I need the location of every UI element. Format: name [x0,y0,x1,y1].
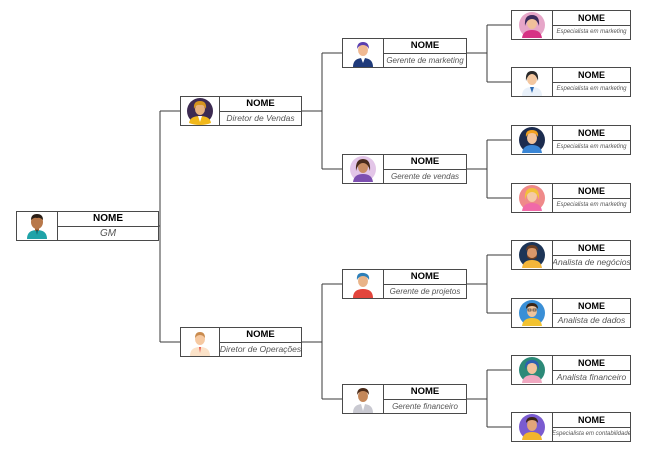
specialist-role: Especialista em marketing [556,29,627,36]
woman-blonde-icon [512,184,553,212]
director-operations-name: NOME [220,328,301,343]
manager-finance-role: Gerente financeiro [392,401,458,411]
manager-sales-name: NOME [384,155,466,170]
accounting-specialist-role: Especialista em contabilidade [553,431,630,438]
manager-projects-name: NOME [384,270,466,285]
woman-green-icon [512,356,553,384]
gm-role: GM [99,227,117,239]
analyst-business-role: Analista de negócios [553,257,630,268]
analyst-data-node: NOME Analista de dados [511,298,631,328]
manager-marketing-node: NOME Gerente de marketing [342,38,467,68]
specialist-name: NOME [553,184,630,199]
director-sales-name: NOME [220,97,301,112]
manager-sales-role: Gerente de vendas [390,171,460,181]
analyst-finance-name: NOME [553,356,630,371]
specialist-role: Especialista em marketing [556,144,627,151]
director-sales-node: NOME Diretor de Vendas [180,96,302,126]
manager-projects-role: Gerente de projetos [389,286,461,296]
woman-pink-icon [512,11,553,39]
specialist-role: Especialista em marketing [556,202,627,209]
manager-marketing-name: NOME [384,39,466,54]
analyst-finance-node: NOME Analista financeiro [511,355,631,385]
manager-finance-name: NOME [384,385,466,400]
accounting-specialist-node: NOME Especialista em contabilidade [511,412,631,442]
man-suit-icon [343,385,384,413]
analyst-data-role: Analista de dados [557,315,626,326]
accounting-specialist-name: NOME [553,413,630,428]
analyst-business-node: NOME Analista de negócios [511,240,631,270]
specialist-name: NOME [553,11,630,26]
man-purple-icon [512,413,553,441]
gm-name: NOME [58,212,158,227]
man-blue-icon [512,126,553,154]
woman-purple-icon [343,155,384,183]
specialist-name: NOME [553,68,630,83]
man-beard-icon [512,241,553,269]
gm-node: NOME GM [16,211,159,241]
man-light-icon [181,328,220,356]
analyst-business-name: NOME [553,241,630,256]
specialist-node: NOME Especialista em marketing [511,67,631,97]
specialist-node: NOME Especialista em marketing [511,10,631,40]
man-red-shirt-icon [343,270,384,298]
specialist-role: Especialista em marketing [556,86,627,93]
woman-yellow-icon [181,97,220,125]
specialist-node: NOME Especialista em marketing [511,125,631,155]
man-glasses-icon [512,299,553,327]
manager-finance-node: NOME Gerente financeiro [342,384,467,414]
analyst-data-name: NOME [553,299,630,314]
woman-white-icon [512,68,553,96]
manager-marketing-role: Gerente de marketing [386,55,464,65]
specialist-name: NOME [553,126,630,141]
manager-projects-node: NOME Gerente de projetos [342,269,467,299]
director-operations-node: NOME Diretor de Operações [180,327,302,357]
analyst-finance-role: Analista financeiro [556,372,627,383]
director-operations-role: Diretor de Operações [220,344,301,355]
man-teal-shirt-icon [17,212,58,240]
manager-sales-node: NOME Gerente de vendas [342,154,467,184]
specialist-node: NOME Especialista em marketing [511,183,631,213]
man-navy-icon [343,39,384,67]
director-sales-role: Diretor de Vendas [226,113,295,124]
